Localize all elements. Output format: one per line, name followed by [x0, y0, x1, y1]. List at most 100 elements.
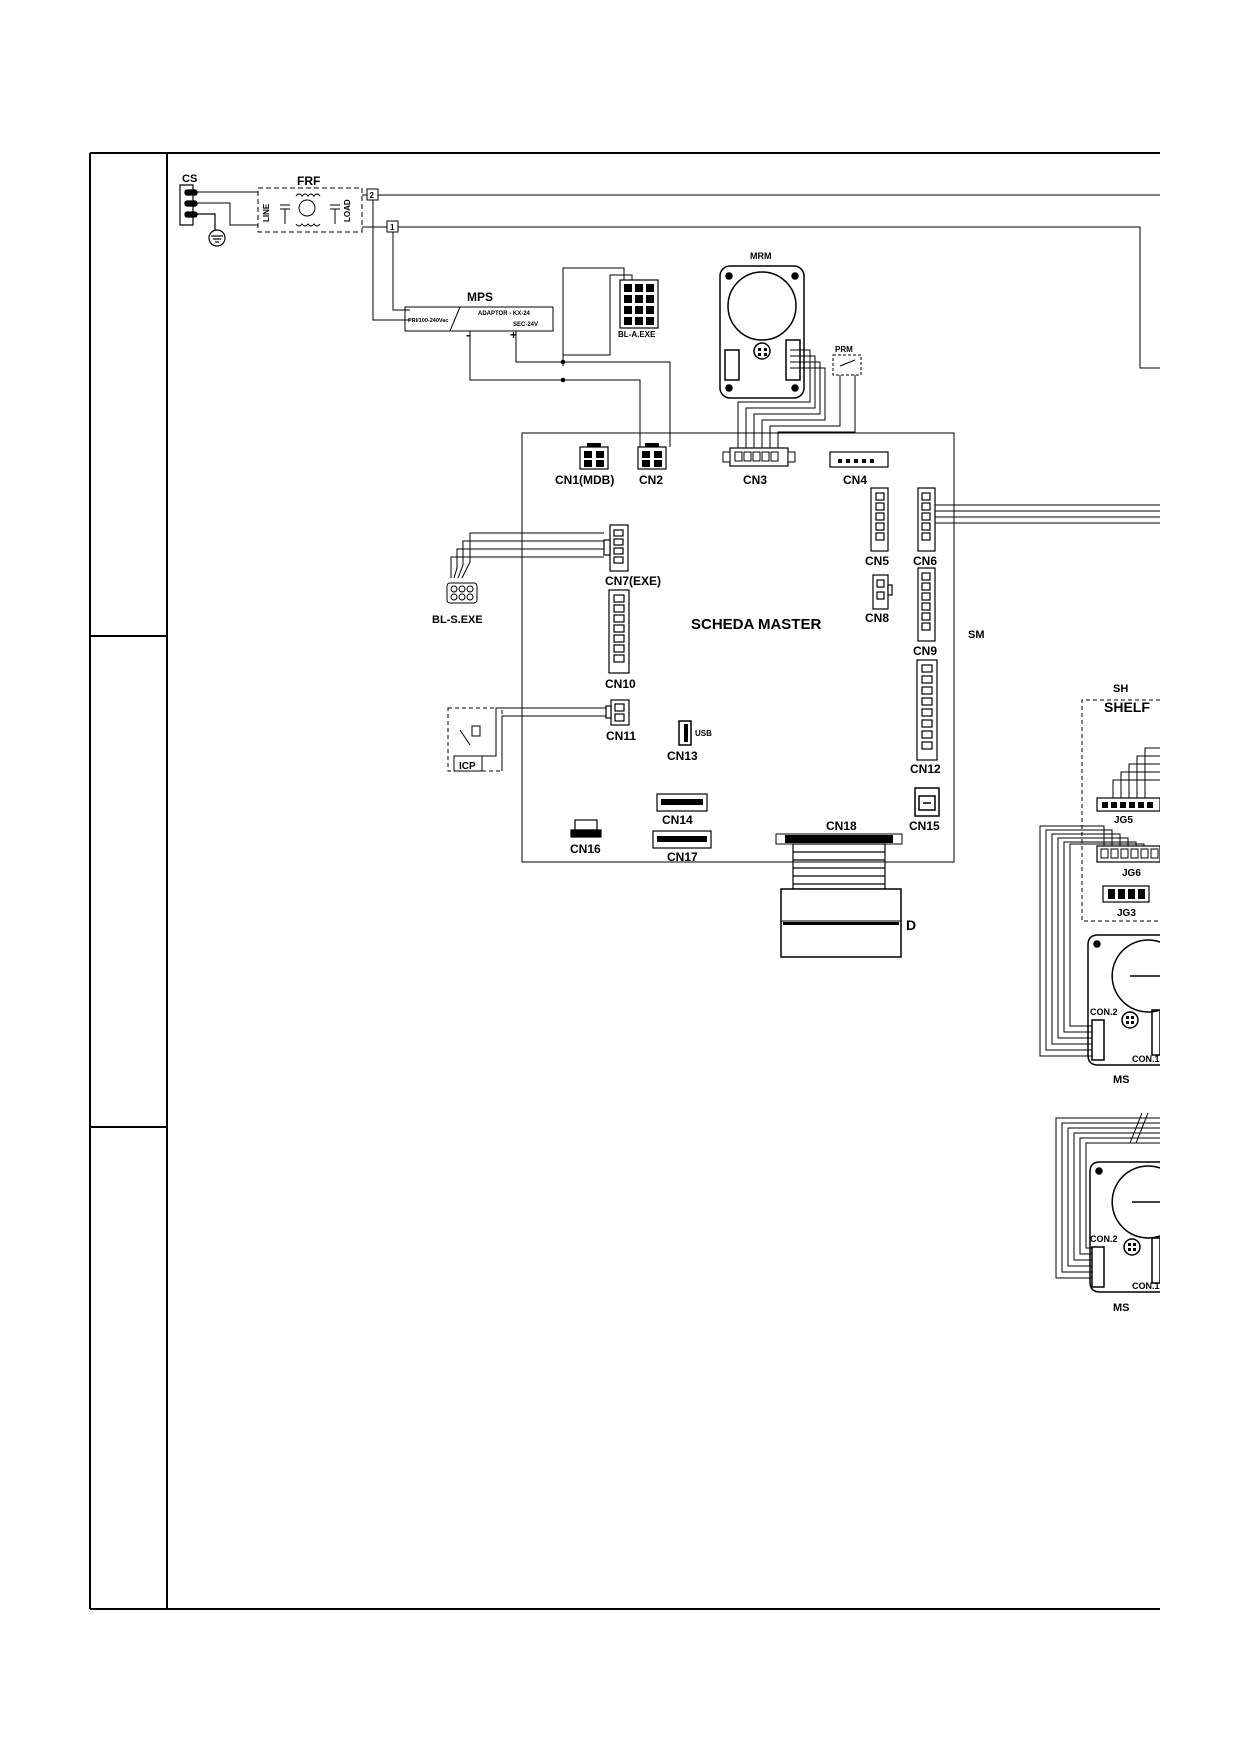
cn2-connector [637, 443, 667, 470]
mains-wires [197, 191, 1160, 369]
usb-label: USB [695, 729, 712, 738]
cn1-connector [579, 443, 609, 470]
mrm-connector-pins [758, 348, 767, 356]
motor-board-ms-2 [1089, 1161, 1161, 1293]
terminal-2-label: 2 [370, 191, 375, 200]
cn8-label: CN8 [865, 611, 889, 625]
flat-cable [792, 843, 886, 890]
cn9-label: CN9 [913, 644, 937, 658]
right-margin [1160, 0, 1241, 1754]
motor-board-ms-1 [1087, 934, 1161, 1066]
switch-prm [832, 354, 862, 376]
usb-icon [678, 720, 692, 746]
bl-a-exe-label: BL-A.EXE [618, 330, 656, 339]
cn5-connector [870, 487, 889, 552]
bl-a-exe-connector [619, 279, 659, 329]
icp-label: ICP [459, 761, 476, 772]
cn3-connector [722, 447, 796, 467]
motor-mrm [719, 265, 805, 399]
cn6-connector [917, 487, 936, 552]
ground-icon [197, 213, 226, 247]
cn13-label: CN13 [667, 749, 698, 763]
cn16-label: CN16 [570, 842, 601, 856]
cn3-wires [737, 349, 856, 448]
cn8-connector [872, 574, 893, 610]
ms-label-1: MS [1113, 1074, 1130, 1086]
terminal-1-label: 1 [390, 223, 395, 232]
icp-switch [447, 707, 503, 772]
cn4-label: CN4 [843, 473, 867, 487]
frf-load-label: LOAD [343, 199, 352, 222]
cn15-connector [914, 787, 940, 817]
con1-label-2: CON.1 [1132, 1281, 1160, 1291]
cn1-label: CN1(MDB) [555, 473, 614, 487]
cn12-connector [916, 659, 938, 761]
mps-pri-label: PRI/100-240Vac [408, 318, 448, 324]
jg5-connector [1096, 797, 1161, 812]
cn7-wires [450, 532, 604, 579]
frf-label: FRF [297, 174, 320, 188]
cn9-connector [917, 567, 936, 642]
cn14-label: CN14 [662, 813, 693, 827]
jg6-connector [1096, 845, 1161, 863]
shelf-outline [1081, 699, 1160, 922]
filter-frf [257, 187, 363, 233]
display-d-label: D [906, 917, 916, 933]
cn18-connector [775, 833, 903, 845]
cn12-label: CN12 [910, 762, 941, 776]
mps-output-wires [469, 267, 671, 447]
mps-plus-label: + [510, 328, 517, 342]
sm-label: SM [968, 629, 985, 641]
jg3-connector [1102, 885, 1150, 903]
board-label: SCHEDA MASTER [691, 616, 821, 633]
prm-label: PRM [835, 345, 853, 354]
ms-2-screw [1128, 1243, 1136, 1251]
bl-s-exe-label: BL-S.EXE [432, 614, 483, 626]
cn14-connector [656, 793, 708, 812]
ms-1-screw [1126, 1016, 1134, 1024]
cn11-connector [605, 699, 630, 726]
frf-line-label: LINE [262, 203, 271, 222]
cn5-label: CN5 [865, 554, 889, 568]
cn15-label: CN15 [909, 819, 940, 833]
sh-label: SH [1113, 683, 1128, 695]
cn6-label: CN6 [913, 554, 937, 568]
shelf-label: SHELF [1104, 699, 1150, 715]
shelf-motor-wires [1039, 825, 1145, 1057]
bl-s-exe-connector [446, 582, 478, 604]
mains-plug-cs [179, 184, 198, 226]
cn17-connector [652, 830, 712, 849]
icp-wires [482, 707, 606, 771]
jg5-wires [1112, 747, 1160, 798]
cn2-label: CN2 [639, 473, 663, 487]
cn6-wires [935, 504, 1160, 524]
cn4-connector [829, 451, 889, 468]
mrm-label: MRM [750, 251, 772, 261]
master-board-outline [521, 432, 955, 863]
cn10-connector [608, 589, 630, 674]
cs-label: CS [182, 173, 197, 185]
jg6-label: JG6 [1122, 868, 1141, 879]
cn18-label: CN18 [826, 819, 857, 833]
power-supply-mps [404, 306, 554, 332]
mps-sec-label: SEC-24V [513, 322, 538, 328]
terminal-1 [386, 220, 399, 233]
con1-label-1: CON.1 [1132, 1054, 1160, 1064]
cn7-label: CN7(EXE) [605, 574, 661, 588]
con2-label-2: CON.2 [1090, 1234, 1118, 1244]
cn3-label: CN3 [743, 473, 767, 487]
cn10-label: CN10 [605, 677, 636, 691]
jg3-label: JG3 [1117, 908, 1136, 919]
ms-2-wires [1055, 1112, 1160, 1279]
cn17-label: CN17 [667, 850, 698, 864]
page-frame [89, 152, 1160, 1610]
cn7-connector [603, 524, 629, 572]
mps-label: MPS [467, 290, 493, 304]
mps-adaptor-label: ADAPTOR - KX-24 [478, 311, 531, 317]
cn16-connector [570, 819, 602, 838]
jg5-label: JG5 [1114, 815, 1133, 826]
con2-label-1: CON.2 [1090, 1007, 1118, 1017]
ms-label-2: MS [1113, 1302, 1130, 1314]
cn11-label: CN11 [606, 729, 636, 743]
